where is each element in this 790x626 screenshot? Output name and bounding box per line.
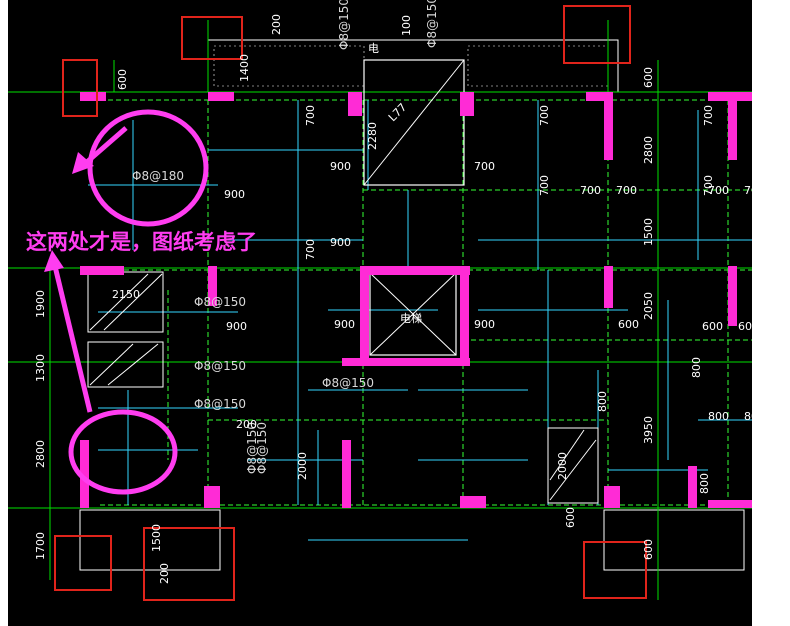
dim-text: 1700 xyxy=(34,532,47,560)
dim-text: 700 xyxy=(304,239,317,260)
dim-text: 800 xyxy=(596,391,609,412)
walls xyxy=(80,92,752,508)
elevator-shaft xyxy=(363,59,465,356)
dim-text: 100 xyxy=(400,15,413,36)
dim-text: 200 xyxy=(236,418,257,431)
bottom-slab-hatch xyxy=(79,509,745,571)
dim-text: 800 xyxy=(690,357,703,378)
rebar-label: Φ8@150 xyxy=(322,376,374,390)
dim-text: 600 xyxy=(618,318,639,331)
dim-text: 700 xyxy=(744,184,752,197)
dim-text: 600 xyxy=(116,69,129,90)
dim-text: 600 xyxy=(738,320,752,333)
dim-text: 700 xyxy=(474,160,495,173)
dim-text: 700 xyxy=(304,105,317,126)
annotation-arrowheads xyxy=(44,152,94,272)
dim-text: 2000 xyxy=(556,452,569,480)
rebar-label: Φ8@150 xyxy=(255,422,269,474)
dim-text: 2000 xyxy=(296,452,309,480)
dim-text: 200 xyxy=(270,14,283,35)
dim-text: 800 xyxy=(698,473,711,494)
annotation-text: 这两处才是，图纸考虑了 xyxy=(26,230,257,254)
slab-label: L77 xyxy=(386,101,409,124)
rebar-label: Φ8@150 xyxy=(245,422,259,474)
dim-text: 900 xyxy=(334,318,355,331)
dim-text: 2800 xyxy=(642,136,655,164)
dim-text: 1400 xyxy=(238,54,251,82)
rebar-label: Φ8@150 xyxy=(194,359,246,373)
red-highlight-boxes xyxy=(54,5,647,601)
dim-text: 900 xyxy=(226,320,247,333)
dim-text: 800 xyxy=(744,410,752,423)
dim-text: 700 xyxy=(538,175,551,196)
dim-text: 2800 xyxy=(34,440,47,468)
annotation-marks xyxy=(51,109,209,495)
top-slab-hatch xyxy=(207,39,619,93)
dim-text: 2280 xyxy=(366,122,379,150)
dim-text: 1500 xyxy=(150,524,163,552)
rebar-label: Φ8@150 xyxy=(194,295,246,309)
rebar-label: Φ8@180 xyxy=(132,169,184,183)
dim-text: 900 xyxy=(224,188,245,201)
dim-text: 2150 xyxy=(112,288,140,301)
dim-text: 800 xyxy=(708,410,729,423)
dim-text: 700 xyxy=(708,184,729,197)
dim-text: 700 xyxy=(580,184,601,197)
dimension-text-group: 200 100 1400 600 600 1900 1300 2800 1700… xyxy=(34,14,752,584)
elevator-mid-label: 电梯 xyxy=(400,312,422,325)
rebar-label: Φ8@150 xyxy=(194,397,246,411)
dim-text: 2050 xyxy=(642,292,655,320)
dim-text: 700 xyxy=(702,105,715,126)
dim-text: 600 xyxy=(642,539,655,560)
elevator-top-label: 电 xyxy=(368,42,379,55)
rebar-label-group: Φ8@150 Φ8@150 Φ8@180 Φ8@150 Φ8@150 Φ8@15… xyxy=(132,0,439,474)
rebar-label: Φ8@150 xyxy=(337,0,351,50)
dim-text: 3950 xyxy=(642,416,655,444)
cad-drawing-area: Φ8@150 Φ8@150 Φ8@180 Φ8@150 Φ8@150 Φ8@15… xyxy=(8,0,752,626)
dim-text: 900 xyxy=(474,318,495,331)
dim-text: 700 xyxy=(702,175,715,196)
floor-plan-svg: Φ8@150 Φ8@150 Φ8@180 Φ8@150 Φ8@150 Φ8@15… xyxy=(8,0,752,601)
dim-text: 700 xyxy=(538,105,551,126)
dim-text: 200 xyxy=(158,563,171,584)
dim-text: 900 xyxy=(330,236,351,249)
dim-text: 600 xyxy=(702,320,723,333)
dim-text: 600 xyxy=(642,67,655,88)
dim-text: 1500 xyxy=(642,218,655,246)
dim-text: 900 xyxy=(330,160,351,173)
hatched-boxes xyxy=(87,271,599,504)
rebar-label: Φ8@150 xyxy=(425,0,439,48)
dim-text: 600 xyxy=(564,507,577,528)
dim-text: 700 xyxy=(616,184,637,197)
dim-text: 1900 xyxy=(34,290,47,318)
dim-text: 1300 xyxy=(34,354,47,382)
